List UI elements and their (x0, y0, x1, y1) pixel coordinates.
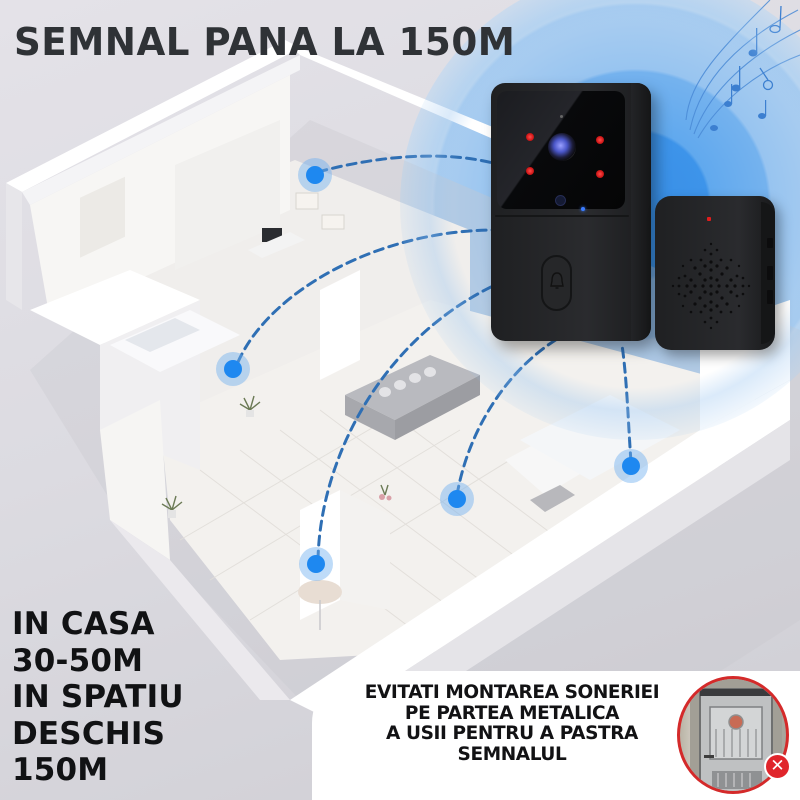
x-icon: ✕ (764, 753, 791, 780)
doorbell-button (541, 255, 572, 311)
range-line: IN SPATIU (12, 679, 184, 715)
warning-line: EVITATI MONTAREA SONERIEI (364, 682, 660, 703)
doorbell-seam (495, 215, 629, 217)
bell-icon (550, 272, 564, 289)
music-notes-icon (685, 0, 800, 139)
ir-led-icon (596, 136, 604, 144)
ir-led-icon (526, 133, 534, 141)
chime-side-button (767, 290, 773, 304)
metal-door-icon (690, 679, 782, 791)
range-info: IN CASA 30-50M IN SPATIU DESCHIS 150M (12, 606, 184, 789)
doorbell-camera-panel (497, 91, 625, 211)
chime-receiver-device (655, 196, 775, 350)
doorbell-side (631, 83, 651, 341)
camera-lens-icon (548, 133, 576, 161)
ir-led-icon (596, 170, 604, 178)
light-sensor-icon (555, 195, 566, 206)
range-line: 150M (12, 752, 109, 788)
warning-line: A USII PENTRU A PASTRA (386, 723, 638, 744)
video-doorbell-device (491, 83, 651, 341)
warning-text: EVITATI MONTAREA SONERIEI PE PARTEA META… (318, 682, 706, 765)
status-led-icon (581, 207, 585, 211)
warning-line: SEMNALUL (457, 743, 567, 765)
speaker-grille-icon (671, 242, 751, 330)
ir-led-icon (526, 167, 534, 175)
headline-title: SEMNAL PANA LA 150M (14, 20, 516, 64)
microphone-icon (560, 115, 563, 118)
signal-points (216, 158, 648, 581)
warning-line: PE PARTEA METALICA (404, 702, 620, 724)
chime-side-button (767, 266, 773, 280)
range-line: DESCHIS (12, 715, 166, 752)
range-line: 30-50M (12, 642, 144, 679)
range-line: IN CASA (12, 606, 155, 642)
chime-side-button (767, 238, 773, 248)
power-led-icon (707, 217, 711, 221)
